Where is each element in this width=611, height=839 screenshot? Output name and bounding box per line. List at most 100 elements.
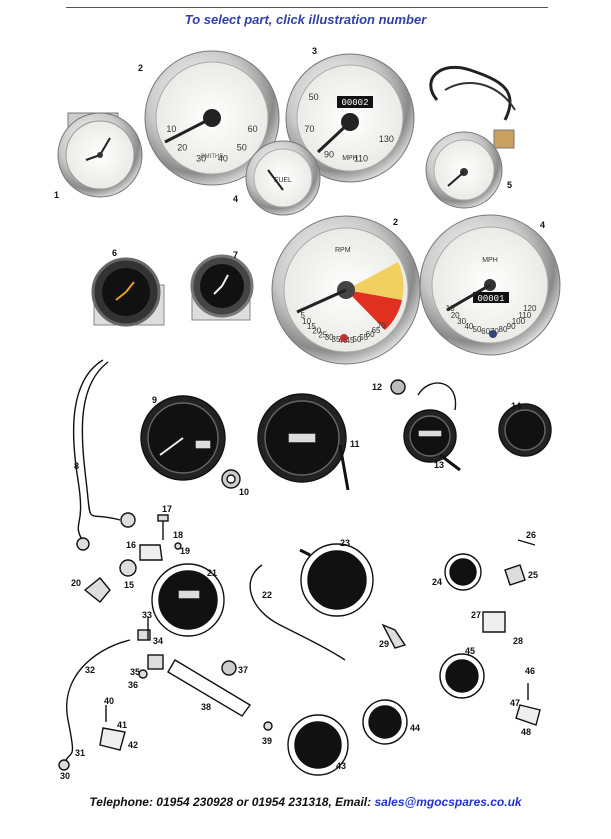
part-number-link-8[interactable]: 8: [74, 461, 80, 471]
gauge-5-speedo-small: [425, 65, 516, 209]
part-number-link-7[interactable]: 7: [233, 250, 239, 260]
gauge-tick-label: 10: [302, 317, 311, 326]
part-number-link-44[interactable]: 44: [410, 723, 421, 733]
part-number-link-43[interactable]: 43: [336, 761, 347, 771]
part-number-link-40[interactable]: 40: [104, 696, 115, 706]
part-number-link-27[interactable]: 27: [471, 610, 482, 620]
gauge-tick-label: 25: [318, 330, 327, 339]
gauge-tick-label: 45: [346, 336, 355, 345]
part-number-link-21[interactable]: 21: [207, 568, 218, 578]
part-number-link-42[interactable]: 42: [128, 740, 139, 750]
svg-text:SMITHS: SMITHS: [201, 154, 224, 160]
gauge-tick-label: 100: [512, 317, 526, 326]
part-number-link-14[interactable]: 14: [511, 401, 522, 411]
gauge-tick-label: 50: [353, 335, 362, 344]
part-number-link-41[interactable]: 41: [117, 720, 128, 730]
gauge-tick-label: 110: [354, 154, 368, 164]
gauge-tick-label: 70: [377, 321, 386, 330]
part-number-link-12[interactable]: 12: [372, 382, 383, 392]
part-number-link-4[interactable]: 4: [540, 220, 546, 230]
gauge-4-speedo-large: MPH 00001 102030405060708090100110120: [419, 214, 561, 356]
part-number-link-25[interactable]: 25: [528, 570, 539, 580]
part-number-link-17[interactable]: 17: [162, 504, 173, 514]
svg-text:00001: 00001: [477, 294, 504, 304]
part-number-link-38[interactable]: 38: [201, 702, 212, 712]
part-number-link-36[interactable]: 36: [128, 680, 139, 690]
gauge-tick-label: 15: [307, 322, 316, 331]
gauge-tick-label: 30: [325, 333, 334, 342]
part-number-link-32[interactable]: 32: [85, 665, 96, 675]
email-link[interactable]: sales@mgocspares.co.uk: [374, 795, 522, 809]
gauge-tick-label: 90: [507, 322, 516, 331]
part-number-link-34[interactable]: 34: [153, 636, 164, 646]
part-number-link-39[interactable]: 39: [262, 736, 273, 746]
exploded-parts-drawing: [58, 359, 552, 776]
part-number-link-47[interactable]: 47: [510, 698, 521, 708]
contact-footer: Telephone: 01954 230928 or 01954 231318,…: [0, 795, 611, 809]
part-number-link-4[interactable]: 4: [233, 194, 239, 204]
gauge-3-fuel: FUEL: [245, 140, 321, 216]
part-number-link-23[interactable]: 23: [340, 538, 351, 548]
part-number-link-5[interactable]: 5: [507, 180, 513, 190]
part-number-link-19[interactable]: 19: [180, 546, 191, 556]
gauge-tick-label: 130: [379, 134, 394, 144]
gauge-6-clock: [91, 257, 165, 327]
svg-text:RPM: RPM: [335, 247, 351, 254]
part-number-link-28[interactable]: 28: [513, 636, 524, 646]
gauge-tick-label: 30: [196, 154, 206, 164]
part-number-link-20[interactable]: 20: [71, 578, 82, 588]
part-number-link-9[interactable]: 9: [152, 395, 158, 405]
gauge-4-speedo: 00002 MPH 50 70 90 110 130: [285, 53, 415, 183]
part-number-link-35[interactable]: 35: [130, 667, 141, 677]
part-number-link-1[interactable]: 1: [54, 190, 60, 200]
part-number-link-10[interactable]: 10: [239, 487, 250, 497]
gauge-tick-label: 65: [372, 326, 381, 335]
gauge-2-rpm-large: RPM 510152025303540455055606570: [271, 215, 421, 365]
gauge-tick-label: 50: [237, 143, 247, 153]
svg-text:MPH: MPH: [482, 257, 498, 264]
gauge-tick-label: 90: [324, 149, 334, 159]
svg-text:FUEL: FUEL: [274, 177, 292, 184]
part-number-link-2[interactable]: 2: [393, 217, 399, 227]
part-number-link-18[interactable]: 18: [173, 530, 184, 540]
part-number-link-46[interactable]: 46: [525, 666, 536, 676]
part-number-link-24[interactable]: 24: [432, 577, 443, 587]
gauge-7-clock: [190, 254, 254, 321]
part-number-link-30[interactable]: 30: [60, 771, 71, 781]
gauge-tick-label: 50: [309, 92, 319, 102]
part-number-link-33[interactable]: 33: [142, 610, 153, 620]
part-number-link-3[interactable]: 3: [312, 46, 318, 56]
gauge-1-clock: [57, 112, 143, 198]
gauge-tick-label: 40: [218, 154, 228, 164]
part-number-link-31[interactable]: 31: [75, 748, 86, 758]
gauge-tick-label: 5: [300, 311, 305, 320]
svg-text:MPH: MPH: [342, 155, 358, 162]
part-number-link-13[interactable]: 13: [434, 460, 445, 470]
gauge-tick-label: 20: [177, 143, 187, 153]
gauge-tick-label: 40: [464, 322, 473, 331]
gauge-tick-label: 60: [248, 124, 258, 134]
part-number-link-45[interactable]: 45: [465, 646, 476, 656]
gauge-tick-label: 60: [366, 330, 375, 339]
svg-text:00002: 00002: [341, 98, 368, 108]
part-number-link-22[interactable]: 22: [262, 590, 273, 600]
part-number-link-29[interactable]: 29: [379, 639, 390, 649]
gauge-tick-label: 10: [166, 124, 176, 134]
gauge-tick-label: 80: [499, 325, 508, 334]
part-number-link-2[interactable]: 2: [138, 63, 144, 73]
gauge-tick-label: 60: [481, 327, 490, 336]
part-number-link-11[interactable]: 11: [350, 439, 360, 449]
part-number-link-16[interactable]: 16: [126, 540, 137, 550]
part-number-link-15[interactable]: 15: [124, 580, 135, 590]
gauge-tick-label: 30: [457, 317, 466, 326]
gauge-tick-label: 35: [332, 335, 341, 344]
part-number-link-6[interactable]: 6: [112, 248, 118, 258]
part-number-link-26[interactable]: 26: [526, 530, 537, 540]
part-number-link-48[interactable]: 48: [521, 727, 532, 737]
gauge-tick-label: 70: [304, 124, 314, 134]
gauge-tick-label: 10: [446, 304, 455, 313]
gauge-tick-label: 20: [312, 327, 321, 336]
part-number-link-37[interactable]: 37: [238, 665, 249, 675]
